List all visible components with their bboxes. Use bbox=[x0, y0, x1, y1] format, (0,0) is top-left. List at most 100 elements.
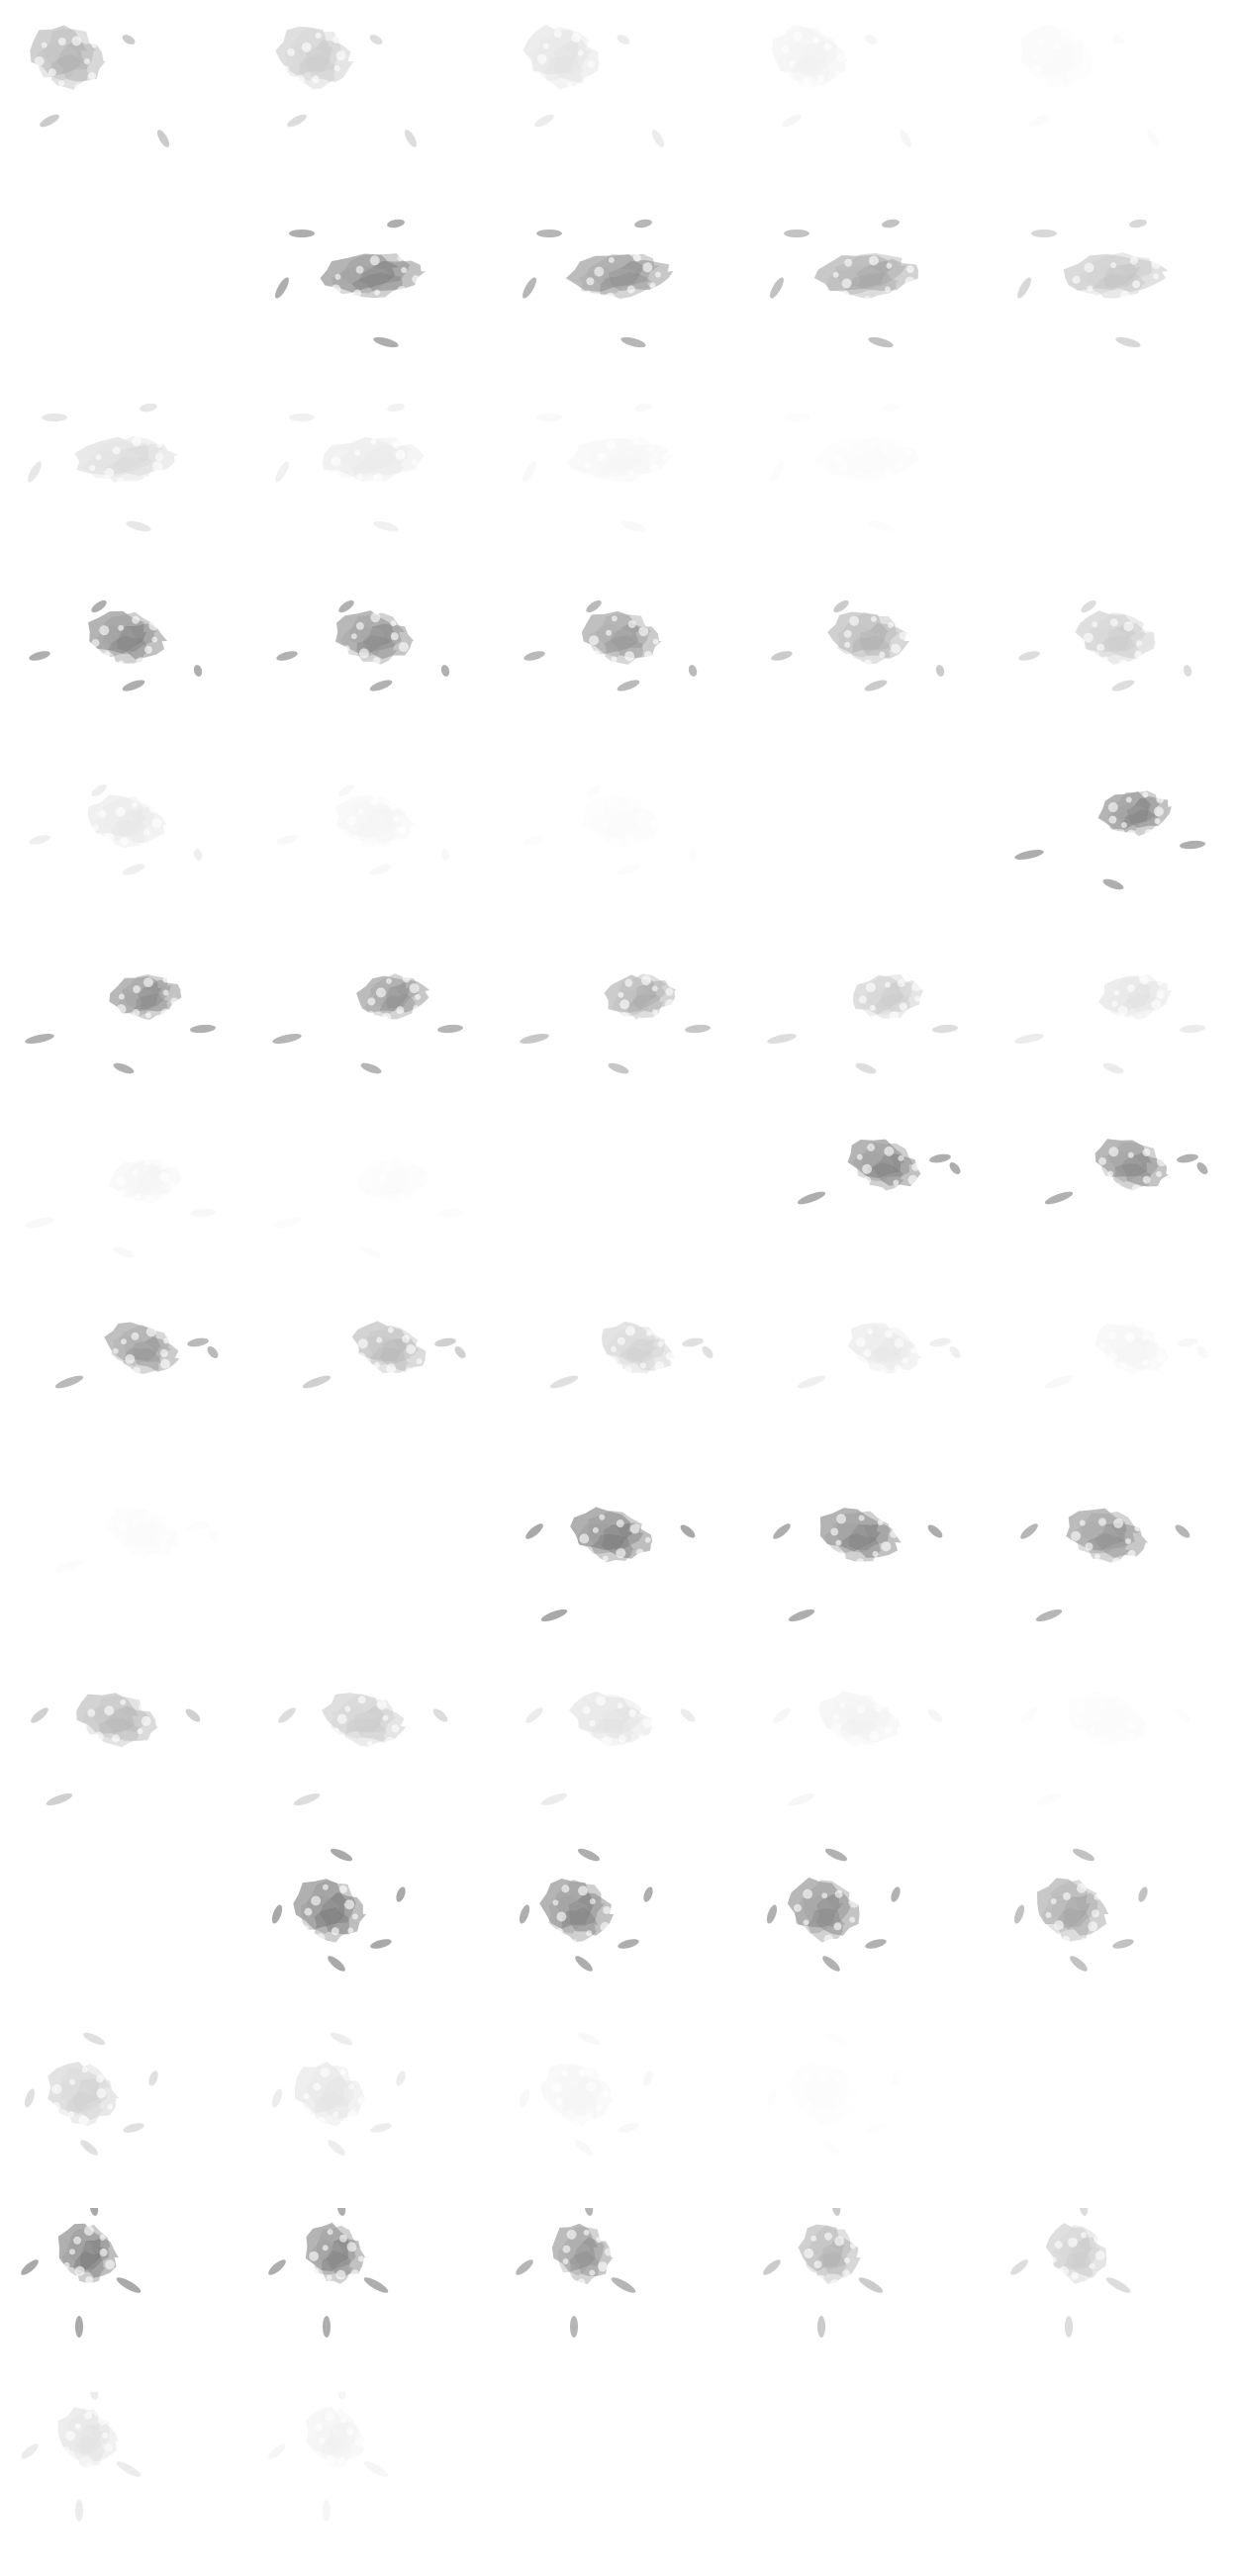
debris-streak bbox=[1175, 1524, 1190, 1538]
debris-streak bbox=[822, 1956, 840, 1972]
debris-chunk bbox=[337, 253, 411, 289]
debris-streak bbox=[271, 1904, 283, 1924]
debris-streak bbox=[1174, 1706, 1192, 1724]
debris-speckle bbox=[571, 1939, 578, 1946]
debris-speckle bbox=[102, 2432, 109, 2438]
debris-chunk bbox=[544, 54, 585, 90]
debris-streak bbox=[536, 230, 562, 237]
debris-speckle bbox=[881, 1541, 892, 1552]
debris-group bbox=[1044, 1323, 1208, 1389]
debris-speckle bbox=[397, 255, 404, 262]
sprite-frame bbox=[742, 920, 990, 1104]
debris-chunk bbox=[588, 1511, 644, 1551]
debris-streak bbox=[617, 35, 630, 45]
debris-speckle bbox=[387, 1327, 394, 1334]
debris-speckle bbox=[586, 1930, 593, 1937]
debris-speckle bbox=[398, 826, 407, 835]
debris-speckle bbox=[118, 624, 125, 631]
debris-speckle bbox=[589, 1719, 596, 1726]
debris-speckle bbox=[646, 836, 652, 842]
debris-streak bbox=[766, 1904, 778, 1924]
debris-speckle bbox=[803, 1919, 809, 1926]
debris-speckle bbox=[548, 83, 555, 90]
debris-speckle bbox=[333, 35, 341, 44]
debris-streak bbox=[536, 414, 562, 421]
debris-speckle bbox=[411, 459, 418, 466]
debris-chunk bbox=[1106, 622, 1156, 660]
debris-chunk bbox=[1075, 610, 1137, 652]
sprite-frame bbox=[247, 1288, 495, 1472]
debris-streak bbox=[440, 849, 450, 861]
debris-speckle bbox=[582, 1548, 591, 1557]
debris-speckle bbox=[1157, 990, 1166, 999]
debris-group bbox=[525, 1507, 696, 1622]
debris-speckle bbox=[1089, 2262, 1095, 2269]
debris-streak bbox=[434, 1337, 456, 1347]
debris-speckle bbox=[592, 650, 601, 659]
debris-speckle bbox=[649, 464, 660, 475]
debris-speckle bbox=[1069, 35, 1079, 45]
debris-chunk bbox=[809, 2225, 853, 2268]
debris-streak bbox=[858, 2277, 884, 2293]
debris-chunk bbox=[103, 457, 157, 483]
debris-speckle bbox=[143, 829, 150, 836]
debris-speckle bbox=[786, 78, 793, 84]
debris-speckle bbox=[73, 83, 84, 94]
debris-streak bbox=[1110, 33, 1126, 46]
debris-streak bbox=[899, 130, 912, 147]
debris-chunk bbox=[1092, 612, 1147, 652]
debris-clump bbox=[787, 2063, 860, 2130]
debris-chunk bbox=[116, 623, 168, 660]
debris-speckle bbox=[86, 2462, 93, 2469]
debris-speckle bbox=[1125, 796, 1132, 803]
debris-chunk bbox=[335, 794, 394, 838]
debris-speckle bbox=[335, 50, 346, 61]
debris-speckle bbox=[402, 974, 411, 983]
debris-burst-graphic bbox=[24, 2032, 158, 2156]
debris-speckle bbox=[874, 1016, 881, 1023]
debris-speckle bbox=[1092, 621, 1098, 628]
debris-burst-graphic bbox=[31, 1693, 201, 1806]
debris-speckle bbox=[151, 817, 162, 828]
debris-speckle bbox=[88, 72, 96, 80]
debris-streak bbox=[363, 2461, 389, 2477]
debris-burst-graphic bbox=[495, 736, 742, 920]
sprite-frame bbox=[0, 1472, 247, 1656]
debris-speckle bbox=[827, 2124, 833, 2130]
debris-clump bbox=[810, 429, 923, 495]
debris-speckle bbox=[617, 1702, 623, 1709]
debris-speckle bbox=[381, 1012, 392, 1023]
debris-clump bbox=[847, 1323, 922, 1379]
debris-streak bbox=[611, 2277, 636, 2293]
debris-speckle bbox=[1118, 659, 1129, 670]
debris-speckle bbox=[585, 2112, 594, 2121]
debris-speckle bbox=[112, 1347, 119, 1354]
debris-streak bbox=[570, 2316, 578, 2338]
debris-streak bbox=[369, 35, 383, 45]
sprite-frame bbox=[0, 2208, 247, 2392]
debris-speckle bbox=[834, 70, 841, 77]
debris-speckle bbox=[562, 2258, 569, 2264]
debris-speckle bbox=[1117, 1005, 1128, 1016]
debris-group bbox=[21, 2392, 142, 2522]
debris-chunk bbox=[301, 1894, 341, 1934]
debris-speckle bbox=[1083, 632, 1094, 643]
sprite-frame bbox=[0, 2024, 247, 2208]
debris-streak bbox=[289, 230, 315, 237]
debris-streak bbox=[338, 783, 354, 797]
debris-speckle bbox=[1107, 802, 1118, 813]
debris-chunk bbox=[816, 2251, 848, 2284]
debris-speckle bbox=[578, 2069, 587, 2077]
debris-speckle bbox=[583, 473, 594, 484]
debris-speckle bbox=[162, 1193, 171, 1202]
sprite-frame bbox=[495, 368, 742, 552]
debris-streak bbox=[1138, 1886, 1148, 1902]
debris-burst-graphic bbox=[276, 783, 450, 875]
debris-streak bbox=[25, 1217, 54, 1229]
debris-chunk bbox=[1097, 975, 1153, 1015]
debris-chunk bbox=[861, 1327, 914, 1363]
debris-streak bbox=[1180, 1024, 1205, 1034]
debris-chunk bbox=[71, 2077, 120, 2120]
debris-streak bbox=[702, 1346, 714, 1358]
debris-chunk bbox=[137, 979, 182, 1012]
